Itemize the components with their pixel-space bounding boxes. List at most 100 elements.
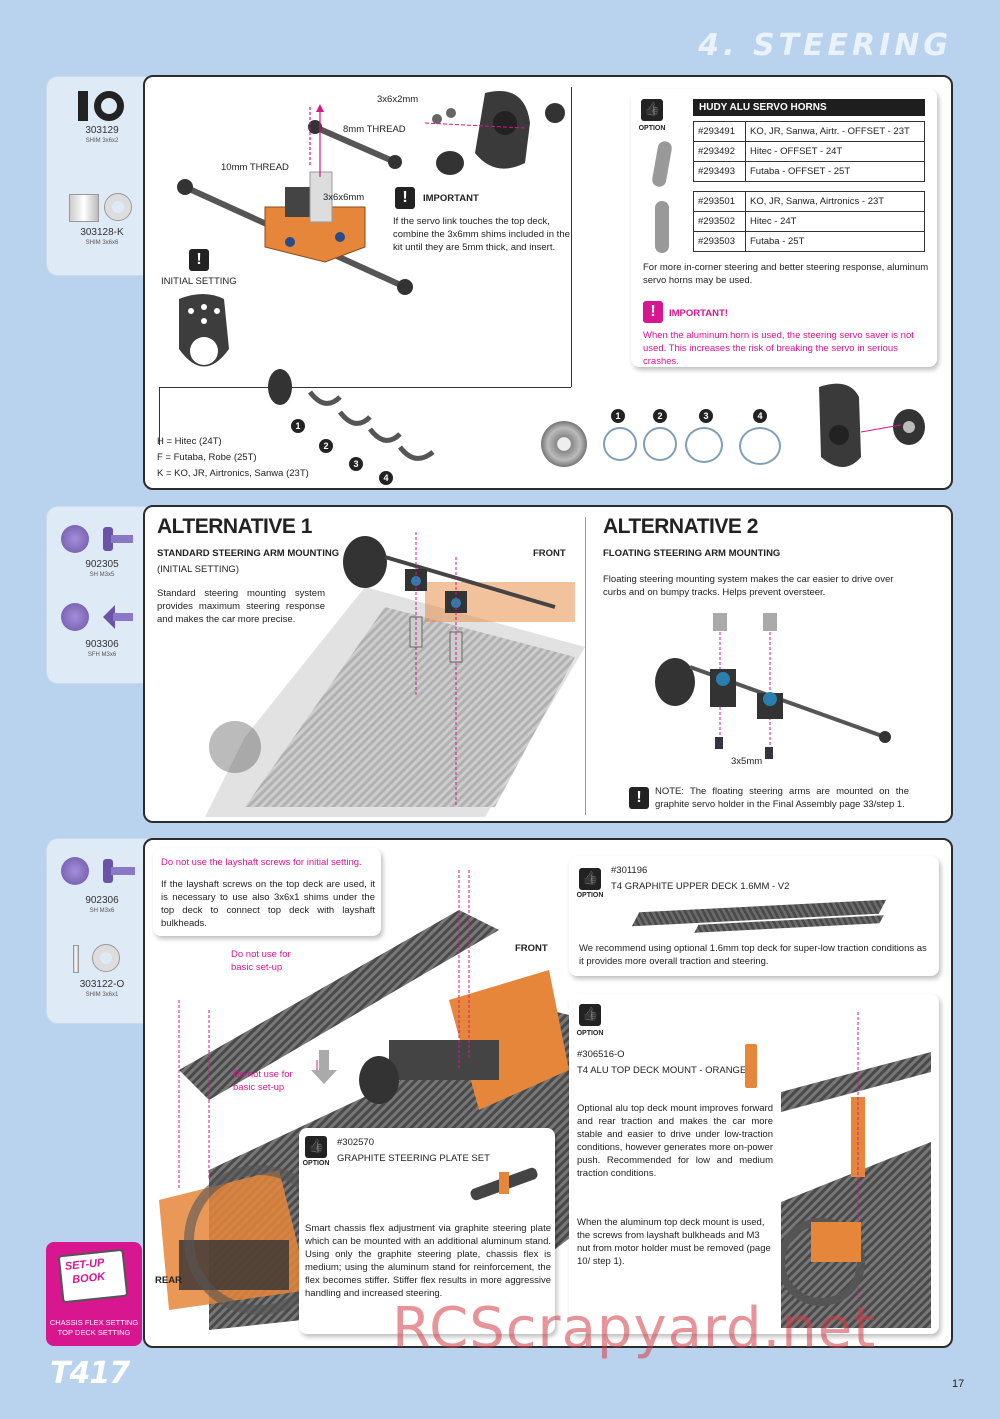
part-desc: Futaba - OFFSET - 25T xyxy=(745,161,925,182)
servo-saver-side-drawing xyxy=(819,383,925,467)
deck-mount-text-b: When the aluminum top deck mount is used… xyxy=(577,1217,771,1267)
warning-title: Do not use the layshaft screws for initi… xyxy=(161,857,362,868)
spring-ring xyxy=(739,427,781,465)
setup-caption1: CHASSIS FLEX SETTING xyxy=(49,1318,139,1327)
alt2-text: Floating steering mounting system makes … xyxy=(603,574,894,598)
step-number: 1 xyxy=(291,419,305,433)
connector-line xyxy=(159,387,160,445)
part-desc: Futaba - 25T xyxy=(745,231,925,252)
spring-ring xyxy=(685,427,723,463)
step-number: 4 xyxy=(753,409,767,423)
part-code: 303129 xyxy=(85,125,119,136)
important-heading: IMPORTANT xyxy=(423,193,479,204)
warning-icon: ! xyxy=(189,249,209,271)
important-icon: ! xyxy=(395,187,415,209)
chassis-drawing xyxy=(205,532,585,817)
important-icon: ! xyxy=(643,301,663,323)
front-label: FRONT xyxy=(515,943,548,954)
screw-icon xyxy=(61,857,141,887)
deck-mount-code: #306516-O xyxy=(577,1049,625,1060)
part-desc: Hitec - OFFSET - 24T xyxy=(745,141,925,162)
steering-plate-name: GRAPHITE STEERING PLATE SET xyxy=(337,1153,490,1164)
part-desc: KO, JR, Sanwa, Airtronics - 23T xyxy=(745,191,925,212)
option-label: OPTION xyxy=(576,892,604,899)
spring-ring xyxy=(603,427,637,461)
step-number: 2 xyxy=(653,409,667,423)
callout-no-basic-1: Do not use for basic set-up xyxy=(231,949,291,973)
alt2-note: NOTE: The floating steering arms are mou… xyxy=(655,786,909,810)
front-label: FRONT xyxy=(533,548,566,559)
connector-line xyxy=(159,387,571,388)
upper-deck-text: We recommend using optional 1.6mm top de… xyxy=(579,943,927,967)
part-desc: SH M3x5 xyxy=(89,572,115,578)
deck-mount-image xyxy=(745,1044,757,1088)
initial-setting-label: INITIAL SETTING xyxy=(161,276,237,287)
hudy-note: For more in-corner steering and better s… xyxy=(643,262,929,286)
layshaft-warning-box: Do not use the layshaft screws for initi… xyxy=(153,848,381,936)
part-desc: SFH M3x6 xyxy=(87,652,117,658)
part-code: #293501 xyxy=(693,191,746,212)
shim-icon xyxy=(78,91,124,121)
upper-deck-name: T4 GRAPHITE UPPER DECK 1.6MM - V2 xyxy=(611,881,790,892)
screw-size-label: 3x5mm xyxy=(731,756,763,767)
step-number: 1 xyxy=(611,409,625,423)
part-code: 903306 xyxy=(85,639,119,650)
spring-ring xyxy=(643,427,677,461)
legend-hitec: H = Hitec (24T) xyxy=(157,436,222,447)
offset-horn-icon xyxy=(651,140,673,188)
connector-line xyxy=(571,87,572,387)
part-code: 902305 xyxy=(85,559,119,570)
step-number: 3 xyxy=(349,457,363,471)
steering-plate-option-box: OPTION #302570 GRAPHITE STEERING PLATE S… xyxy=(299,1128,555,1334)
t417-logo: T417 xyxy=(50,1356,130,1391)
upper-deck-code: #301196 xyxy=(611,865,648,876)
shim-icon xyxy=(73,943,133,973)
part-desc: SHIM 3x6x6 xyxy=(85,240,119,246)
thumbs-up-icon xyxy=(305,1136,327,1158)
section-title: 4. STEERING xyxy=(698,28,952,63)
alt2-subtitle: FLOATING STEERING ARM MOUNTING xyxy=(603,548,781,559)
deck-mount-name: T4 ALU TOP DECK MOUNT - ORANGE xyxy=(577,1065,747,1076)
steering-plate-code: #302570 xyxy=(337,1137,374,1148)
parts-tab-top: 303129 SHIM 3x6x2 303128-K SHIM 3x6x6 xyxy=(46,76,156,276)
warning-text: If the layshaft screws on the top deck a… xyxy=(161,879,375,929)
thumbs-up-icon xyxy=(641,99,663,121)
book-icon: SET-UP BOOK xyxy=(57,1248,129,1304)
step-number: 2 xyxy=(319,439,333,453)
hudy-title: HUDY ALU SERVO HORNS xyxy=(693,99,925,116)
floating-arm-drawing xyxy=(655,613,891,759)
shim-icon xyxy=(69,192,132,222)
label-shim-3x6x2: 3x6x2mm xyxy=(377,94,419,105)
thumbs-up-icon xyxy=(579,868,601,890)
alt1-subtitle: STANDARD STEERING ARM MOUNTING xyxy=(157,548,340,559)
top-deck-panel: FRONT REAR Do not use for basic set-up D… xyxy=(143,838,953,1348)
part-desc: SHIM 3x6x1 xyxy=(85,992,119,998)
part-code: #293502 xyxy=(693,211,746,232)
legend-futaba: F = Futaba, Robe (25T) xyxy=(157,452,257,463)
option-label: OPTION xyxy=(638,125,666,132)
part-code: #293492 xyxy=(693,141,746,162)
setup-book-tab[interactable]: SET-UP BOOK CHASSIS FLEX SETTING TOP DEC… xyxy=(46,1242,142,1346)
rear-label: REAR xyxy=(155,1275,182,1286)
important-text: When the aluminum horn is used, the stee… xyxy=(643,330,914,367)
watermark: RCScrapyard.net xyxy=(392,1296,877,1361)
servo-linkage-drawing xyxy=(177,104,413,295)
part-desc: SHIM 3x6x2 xyxy=(85,138,119,144)
straight-horn-icon xyxy=(655,201,669,253)
deck-mount-installed-drawing xyxy=(781,1012,931,1328)
option-label: OPTION xyxy=(302,1160,330,1167)
alt1-text: Standard steering mounting system provid… xyxy=(157,588,325,625)
alternatives-panel: ALTERNATIVE 1 STANDARD STEERING ARM MOUN… xyxy=(143,505,953,823)
part-desc: SH M3x6 xyxy=(89,908,115,914)
step-number: 4 xyxy=(379,471,393,485)
panel-divider xyxy=(585,517,586,815)
